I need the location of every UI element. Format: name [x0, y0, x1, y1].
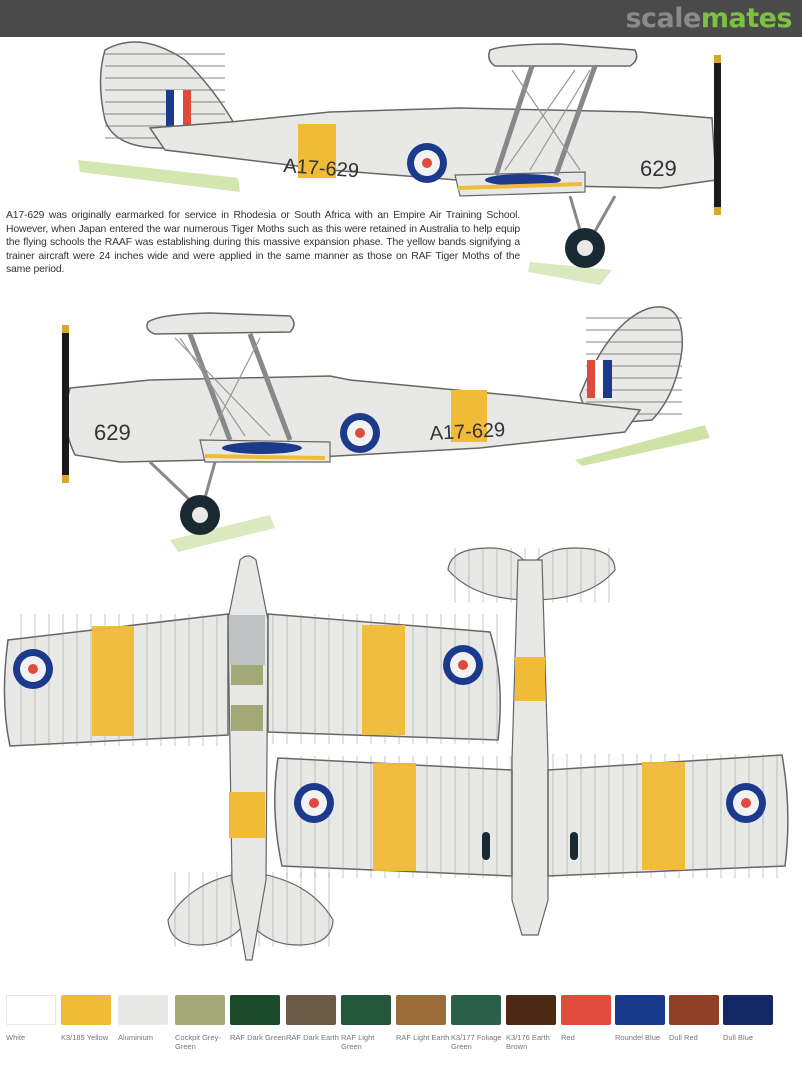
aircraft-profiles-illustration: A17-629 629	[3, 41, 789, 961]
swatch-roundel-blue: Roundel Blue	[615, 995, 665, 1042]
swatch-chip	[61, 995, 111, 1025]
swatch-raf-dark-earth: RAF Dark Earth	[286, 995, 339, 1042]
swatch-k3-176-earth-brown: K3/176 Earth Brown	[506, 995, 556, 1051]
swatch-chip	[286, 995, 336, 1025]
port-side-profile: A17-629 629	[62, 306, 710, 552]
swatch-chip	[723, 995, 773, 1025]
swatch-red: Red	[561, 995, 611, 1042]
swatch-raf-light-earth: RAF Light Earth	[396, 995, 449, 1042]
swatch-chip	[561, 995, 611, 1025]
lower-surface-plan-view	[274, 547, 789, 936]
swatch-raf-dark-green: RAF Dark Green	[230, 995, 286, 1042]
swatch-dull-red: Dull Red	[669, 995, 719, 1042]
swatch-aluminium: Aluminium	[118, 995, 168, 1042]
swatch-chip	[396, 995, 446, 1025]
swatch-cockpit-grey-green: Cockpit Grey-Green	[175, 995, 225, 1051]
aircraft-history-caption: A17-629 was originally earmarked for ser…	[6, 210, 520, 275]
svg-text:629: 629	[94, 420, 131, 445]
scalemates-logo[interactable]: scalemates	[625, 3, 792, 34]
svg-text:A17-629: A17-629	[283, 155, 360, 182]
swatch-white: White	[6, 995, 56, 1042]
swatch-chip	[118, 995, 168, 1025]
swatch-chip	[506, 995, 556, 1025]
upper-surface-plan-view	[3, 555, 501, 961]
starboard-side-profile: A17-629 629	[78, 41, 721, 285]
swatch-chip	[175, 995, 225, 1025]
swatch-dull-blue: Dull Blue	[723, 995, 773, 1042]
swatch-raf-light-green: RAF Light Green	[341, 995, 391, 1051]
swatch-chip	[6, 995, 56, 1025]
svg-text:629: 629	[640, 156, 677, 181]
site-header: scalemates	[0, 0, 802, 37]
svg-text:A17-629: A17-629	[429, 419, 506, 445]
swatch-chip	[341, 995, 391, 1025]
swatch-k3-185-yellow: K3/185 Yellow	[61, 995, 111, 1042]
swatch-chip	[451, 995, 501, 1025]
swatch-chip	[669, 995, 719, 1025]
colour-palette: White K3/185 Yellow Aluminium Cockpit Gr…	[0, 995, 802, 1080]
swatch-chip	[230, 995, 280, 1025]
swatch-chip	[615, 995, 665, 1025]
swatch-k3-177-foliage-green: K3/177 Foliage Green	[451, 995, 501, 1051]
